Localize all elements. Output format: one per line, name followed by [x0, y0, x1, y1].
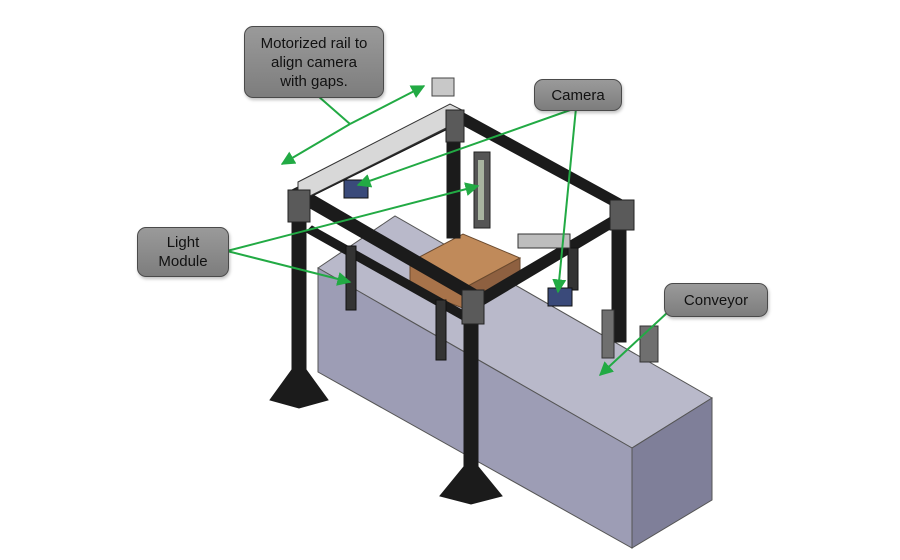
callout-light-module: Light Module	[137, 227, 229, 277]
light-arrow-2	[226, 250, 352, 286]
callout-motorized-rail: Motorized rail to align camera with gaps…	[244, 26, 384, 98]
conveyor-side-face	[631, 397, 713, 549]
foot-front-right	[439, 457, 503, 505]
leg-front-right	[463, 299, 479, 477]
rail-motor	[431, 77, 455, 97]
conveyor-arrow	[598, 311, 669, 376]
callout-motorized-rail-text: Motorized rail to align camera with gaps…	[260, 34, 368, 90]
callout-conveyor: Conveyor	[664, 283, 768, 317]
foot-front-left	[269, 359, 329, 409]
motorized-rail	[297, 103, 463, 199]
callout-camera-text: Camera	[551, 86, 605, 104]
camera-right	[547, 287, 573, 307]
light-module-front	[345, 245, 357, 311]
camera-arrow-2	[552, 107, 577, 294]
camera-arrow-1	[356, 107, 577, 188]
callout-light-module-text: Light Module	[158, 234, 208, 270]
light-arrow-1	[226, 182, 480, 252]
annotation-arrows	[226, 85, 669, 376]
callout-conveyor-text: Conveyor	[683, 291, 749, 309]
leg-front-left	[291, 199, 307, 379]
gantry-frame	[269, 77, 635, 505]
rail-arrow-leader	[317, 95, 351, 125]
callout-camera: Camera	[534, 79, 622, 111]
rail-arrow-left	[280, 123, 351, 165]
rail-arrow-right	[349, 85, 426, 125]
